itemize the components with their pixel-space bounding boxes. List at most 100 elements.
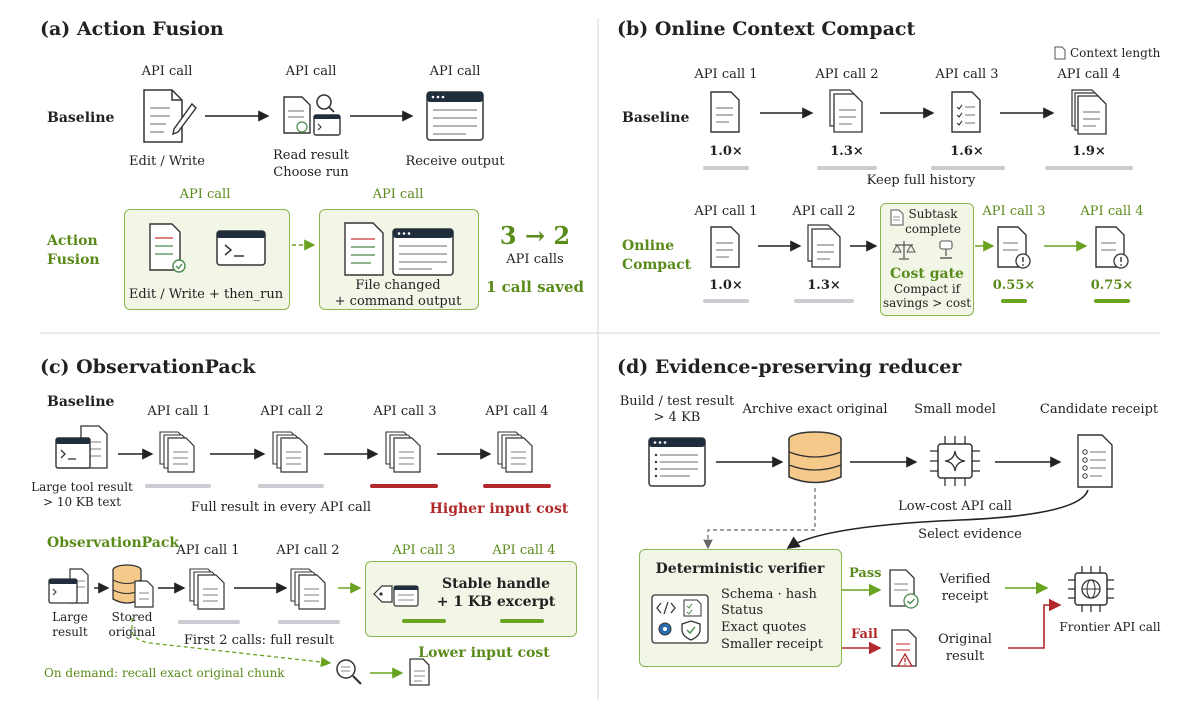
savings-label: savings > cost — [882, 296, 972, 310]
input-size-bar — [278, 620, 340, 624]
api-call-label: API call 3 — [935, 67, 999, 82]
api-call-label: API call 2 — [260, 404, 324, 419]
context-value: 0.55× — [992, 278, 1036, 293]
large-tool-label-1: Large tool result — [31, 480, 133, 494]
context-length-bar — [703, 166, 749, 170]
large-result-label-2: result — [52, 625, 88, 639]
panel-c-baseline-label: Baseline — [47, 394, 115, 410]
edit-document-icon — [143, 89, 197, 143]
context-value: 1.9× — [1072, 144, 1106, 159]
api-call-label: API call 1 — [147, 404, 211, 419]
api-call-label: API call — [141, 64, 193, 79]
scale-icon — [892, 240, 953, 260]
changed-file-icon — [344, 222, 384, 276]
panel-b-title: (b) Online Context Compact — [617, 18, 916, 40]
large-tool-result-icon — [55, 425, 108, 469]
terminal-icon — [216, 230, 266, 266]
context-length-bar — [817, 166, 877, 170]
context-value: 1.3× — [807, 278, 841, 293]
large-result-icon — [48, 568, 89, 604]
stacked-documents-icon — [1071, 89, 1107, 135]
build-result-window-icon — [648, 437, 706, 487]
api-call-label: API call 2 — [792, 204, 856, 219]
choose-run-label: Choose run — [273, 165, 349, 180]
verified-receipt-label-1: Verified — [939, 572, 991, 587]
api-calls-label: API calls — [506, 252, 564, 267]
api-call-label: API call 4 — [1057, 67, 1121, 82]
api-call-label: API call 4 — [492, 543, 556, 558]
database-icon — [788, 431, 842, 484]
input-size-bar — [483, 484, 551, 488]
low-cost-call-label: Low-cost API call — [898, 499, 1012, 514]
api-call-label: API call 1 — [176, 543, 240, 558]
input-size-bar — [500, 619, 544, 623]
keep-history-label: Keep full history — [866, 173, 976, 188]
lower-cost-label: Lower input cost — [418, 645, 550, 661]
check-item: Smaller receipt — [721, 637, 823, 652]
api-call-label: API call 3 — [373, 404, 437, 419]
input-size-bar — [145, 484, 211, 488]
context-value: 1.6× — [950, 144, 984, 159]
pass-label: Pass — [849, 566, 882, 581]
fail-label: Fail — [851, 627, 878, 642]
document-icon — [710, 226, 740, 268]
chip-icon — [930, 436, 980, 486]
edit-write-label: Edit / Write — [129, 154, 205, 169]
stacked-documents-icon — [272, 431, 308, 473]
on-demand-label: On demand: recall exact original chunk — [44, 666, 285, 680]
frontier-call-label: Frontier API call — [1059, 620, 1161, 634]
stable-handle-label: Stable handle — [442, 576, 550, 592]
tag-handle-icon — [373, 585, 419, 607]
build-result-label-1: Build / test result — [619, 394, 735, 409]
complete-label: complete — [905, 222, 961, 236]
stacked-documents-icon — [159, 431, 195, 473]
select-evidence-label: Select evidence — [918, 527, 1022, 542]
api-call-label: API call 3 — [392, 543, 456, 558]
output-window-icon — [392, 228, 454, 276]
check-item: Schema · hash — [721, 587, 817, 602]
verifier-tools-icon — [651, 594, 709, 644]
stacked-documents-icon — [807, 224, 841, 268]
edit-document-icon — [149, 223, 186, 273]
api-call-label: API call 3 — [982, 204, 1046, 219]
compact-if-label: Compact if — [893, 282, 961, 296]
api-calls-reduction: 3 → 2 — [499, 221, 571, 250]
build-result-label-2: > 4 KB — [653, 410, 701, 425]
input-size-bar — [258, 484, 324, 488]
large-tool-label-2: > 10 KB text — [42, 495, 122, 509]
document-icon — [890, 209, 904, 226]
higher-cost-label: Higher input cost — [429, 501, 569, 517]
api-call-label: API call 1 — [694, 204, 758, 219]
check-item: Status — [721, 603, 764, 618]
warning-document-icon — [891, 629, 917, 667]
context-length-bar — [931, 166, 1005, 170]
archive-label: Archive exact original — [742, 402, 888, 417]
api-call-label: API call 4 — [485, 404, 549, 419]
panel-d-title: (d) Evidence-preserving reducer — [617, 356, 962, 378]
cost-gate-label: Cost gate — [890, 266, 964, 282]
input-size-bar — [402, 619, 446, 623]
api-call-label: API call 1 — [694, 67, 758, 82]
database-icon — [112, 564, 154, 608]
stacked-documents-icon — [829, 89, 863, 133]
context-value: 1.3× — [830, 144, 864, 159]
panel-c-title: (c) ObservationPack — [40, 356, 256, 378]
panel-a-baseline-label: Baseline — [47, 110, 115, 126]
read-result-icon — [283, 94, 341, 136]
original-result-label-1: Original — [938, 632, 992, 647]
context-value: 1.0× — [709, 278, 743, 293]
frontier-chip-icon — [1068, 566, 1114, 612]
api-call-label: API call — [285, 64, 337, 79]
stacked-documents-icon — [385, 431, 421, 473]
candidate-receipt-label: Candidate receipt — [1039, 402, 1159, 417]
calls-saved-label: 1 call saved — [485, 278, 585, 296]
api-call-label: API call 2 — [815, 67, 879, 82]
receive-output-label: Receive output — [405, 154, 505, 169]
stored-original-label-2: original — [108, 625, 156, 639]
verified-receipt-label-2: receipt — [941, 589, 989, 604]
action-fusion-label: Action Fusion — [47, 233, 100, 268]
context-length-bar — [794, 299, 854, 303]
large-result-label-1: Large — [52, 610, 88, 624]
full-every-call-label: Full result in every API call — [190, 500, 372, 515]
